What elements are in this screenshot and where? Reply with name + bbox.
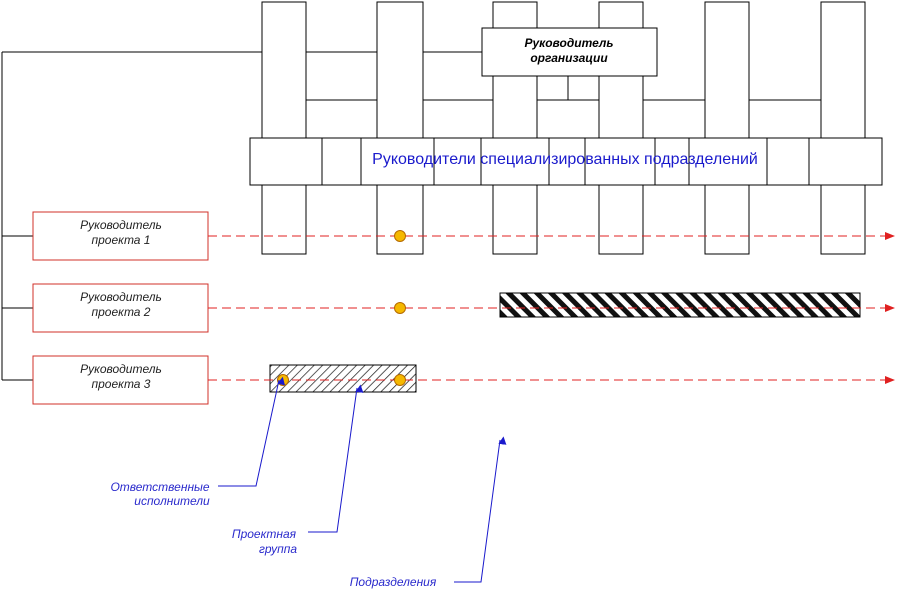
legend-pointers [218, 376, 507, 583]
project-2-line2: проекта 2 [92, 305, 151, 319]
department-column [704, 1, 750, 255]
project-box-1: Руководитель проекта 1 [32, 211, 209, 261]
executor-dot [277, 374, 289, 386]
department-column [376, 1, 424, 255]
project-group-bar [269, 364, 417, 393]
project-1-line1: Руководитель [80, 218, 162, 232]
legend-executors-line2: исполнители [134, 494, 210, 508]
department-column [261, 1, 307, 255]
project-1-line2: проекта 1 [92, 233, 151, 247]
project-box-3: Руководитель проекта 3 [32, 355, 209, 405]
legend-group-line2: группа [259, 542, 297, 556]
department-work-bar [499, 292, 861, 318]
head-box: Руководитель организации [481, 27, 658, 77]
head-title-line1: Руководитель [524, 36, 613, 50]
project-arrows [208, 232, 895, 384]
project-2-line1: Руководитель [80, 290, 162, 304]
project-3-line2: проекта 3 [92, 377, 151, 391]
executor-dot [394, 302, 406, 314]
executor-dot [394, 374, 406, 386]
group-pointer [308, 384, 364, 533]
executor-dot [394, 230, 406, 242]
legend-group-line1: Проектная [232, 527, 297, 541]
departments-label: Руководители специализированных подразде… [372, 151, 758, 168]
head-title-line2: организации [530, 51, 608, 65]
project-box-2: Руководитель проекта 2 [32, 283, 209, 333]
legend-departments: Подразделения [350, 575, 437, 589]
executors-pointer [218, 376, 285, 487]
column-connectors [306, 76, 821, 101]
department-column [820, 1, 866, 255]
departments-pointer [454, 436, 507, 583]
legend-executors-line1: Ответственные [110, 480, 209, 494]
project-3-line1: Руководитель [80, 362, 162, 376]
departments-band: Руководители специализированных подразде… [249, 137, 883, 186]
